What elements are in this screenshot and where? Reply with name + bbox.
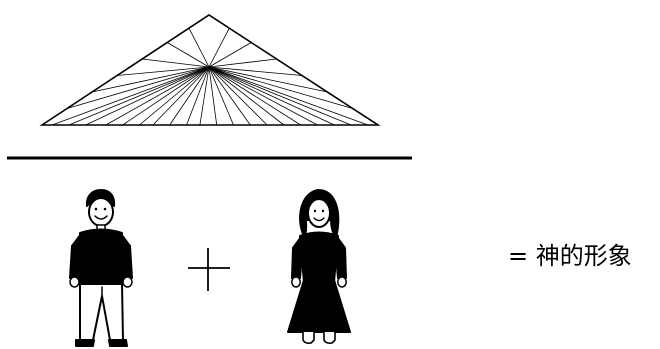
woman-figure-icon [288, 190, 350, 343]
triangle-ray [86, 67, 209, 125]
triangle-rays [52, 28, 368, 125]
triangle-ray [123, 67, 209, 125]
triangle-ray [209, 67, 301, 125]
triangle-ray [209, 59, 277, 67]
triangle-rays-figure [42, 15, 378, 125]
triangle-ray [200, 67, 209, 125]
caption-text: = 神的形象 [508, 236, 632, 271]
triangle-ray [52, 67, 209, 125]
triangle-ray [139, 67, 209, 125]
triangle-ray [69, 67, 209, 125]
triangle-ray [209, 67, 334, 125]
plus-sign-icon [188, 248, 230, 291]
triangle-ray [153, 67, 209, 125]
triangle-ray [209, 67, 284, 125]
triangle-ray [209, 67, 368, 125]
triangle-ray [170, 67, 209, 125]
man-figure-icon [70, 190, 132, 346]
triangle-ray [106, 67, 209, 125]
triangle-ray [142, 59, 209, 67]
triangle-ray [209, 67, 351, 125]
